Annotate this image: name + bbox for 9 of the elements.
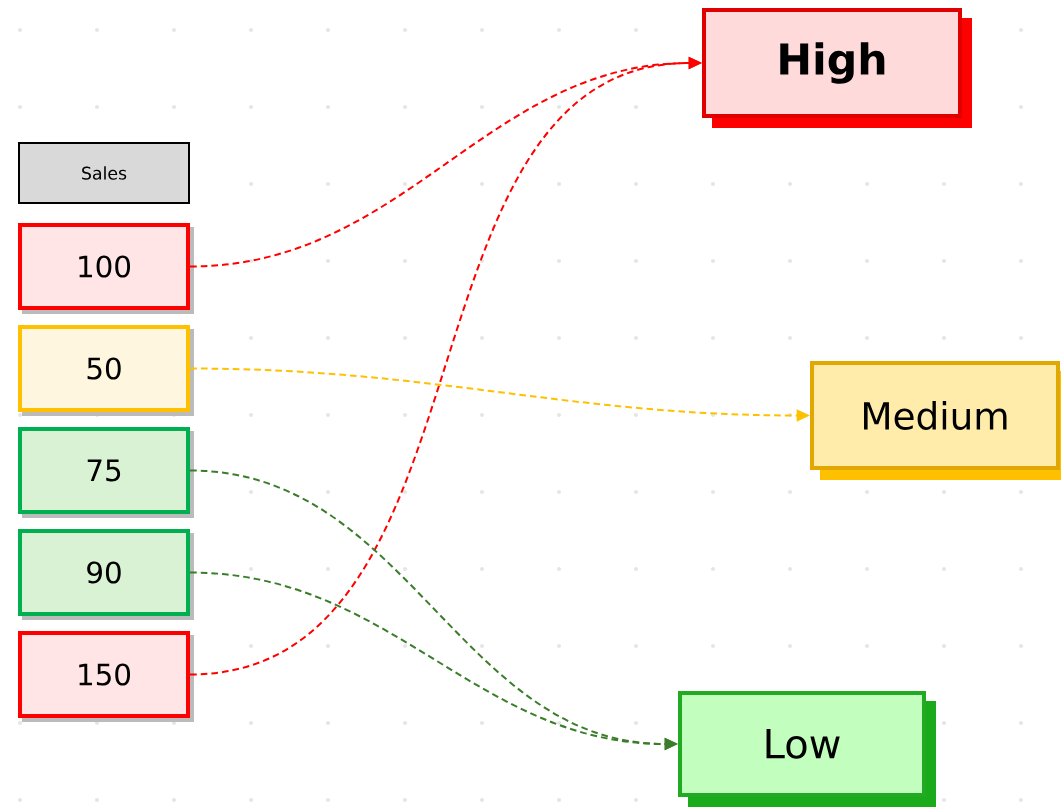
- value-box: 90: [18, 529, 194, 620]
- value-box: 50: [18, 325, 194, 416]
- value-box: 75: [18, 427, 194, 518]
- value-box: 100: [18, 223, 194, 314]
- category-box: High: [702, 8, 972, 128]
- category-box: Medium: [810, 361, 1061, 480]
- value-box: 150: [18, 631, 194, 722]
- category-box: Low: [678, 691, 936, 807]
- header-box: Sales: [18, 142, 190, 204]
